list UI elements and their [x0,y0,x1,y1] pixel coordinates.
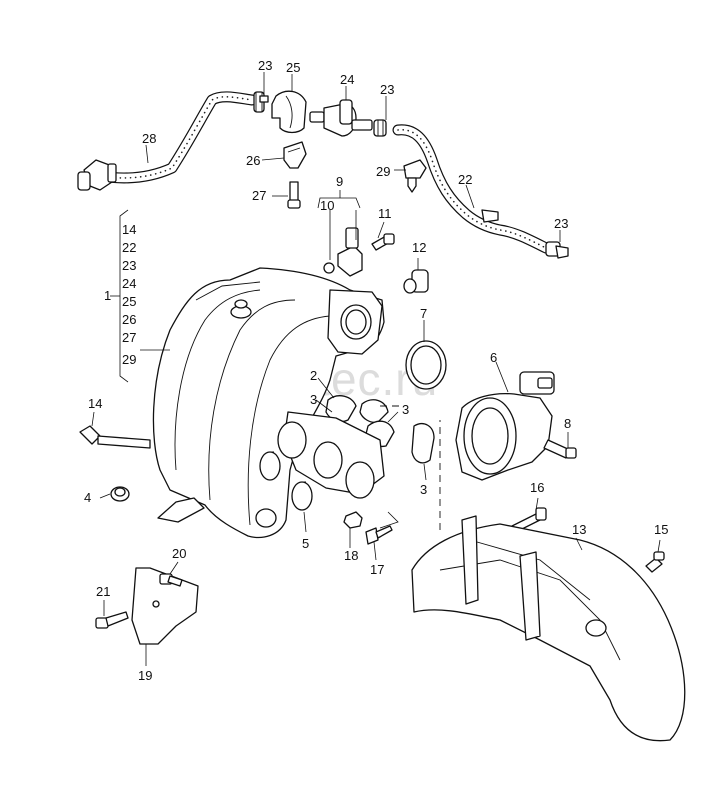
valve-24 [309,99,373,137]
group-1-item: 27 [122,330,136,345]
hose-clip-23-top-left [253,91,269,113]
callout-16: 16 [530,480,544,495]
gasket-7 [405,340,447,390]
callout-18: 18 [344,548,358,563]
callout-6: 6 [490,350,497,365]
callout-3: 3 [402,402,409,417]
hose-22 [392,124,552,254]
callout-23: 23 [554,216,568,231]
intake-runner-assembly [277,411,385,499]
sensor-10 [323,227,363,277]
callout-3: 3 [310,392,317,407]
callout-5: 5 [302,536,309,551]
callout-3: 3 [420,482,427,497]
throttle-body-6 [455,371,555,481]
group-1-item: 23 [122,258,136,273]
callout-11: 11 [378,206,392,221]
group-1-item: 22 [122,240,136,255]
sleeve-5 [259,451,313,511]
cap-12 [403,269,429,294]
callout-23: 23 [380,82,394,97]
group-bracket-9 [317,190,361,260]
callouts: 23 25 24 23 28 26 27 29 22 9 10 11 23 12… [84,58,668,683]
bolt-8 [543,439,577,459]
callout-2: 2 [310,368,317,383]
callout-22: 22 [458,172,472,187]
group-1-item: 26 [122,312,136,327]
bolt-21 [95,611,129,629]
bolt-17 [365,525,393,545]
callout-7: 7 [420,306,427,321]
screw-27 [287,181,301,209]
callout-21: 21 [96,584,110,599]
callout-15: 15 [654,522,668,537]
callout-19: 19 [138,668,152,683]
bolt-20 [159,573,183,587]
callout-20: 20 [172,546,186,561]
callout-8: 8 [564,416,571,431]
group-1-list: 14 22 23 24 25 26 27 29 [122,222,136,367]
hose-28 [77,91,258,191]
group-1-item: 29 [122,352,136,367]
group-1-item: 14 [122,222,136,237]
callout-23: 23 [258,58,272,73]
clip-29 [403,159,427,193]
gasket-3-right [411,423,435,464]
group-1-item: 24 [122,276,136,291]
hose-clip-23-right [545,241,569,259]
cover-13 [411,515,686,742]
callout-27: 27 [252,188,266,203]
callout-17: 17 [370,562,384,577]
bolt-15 [645,551,665,573]
hose-clip-23-top-right [373,119,387,137]
callout-13: 13 [572,522,586,537]
callout-12: 12 [412,240,426,255]
callout-14: 14 [88,396,102,411]
nut-4 [110,486,130,502]
callout-1: 1 [104,288,111,303]
callout-26: 26 [246,153,260,168]
gasket-2 [325,395,389,424]
callout-9: 9 [336,174,343,189]
bracket-25 [271,90,307,134]
group-1-item: 25 [122,294,136,309]
holder-26 [283,141,307,169]
intake-manifold-1 [152,267,385,539]
group-bracket-1 [110,209,170,383]
callout-29: 29 [376,164,390,179]
nut-18 [343,511,363,529]
callout-25: 25 [286,60,300,75]
bolt-14 [79,425,151,449]
callout-10: 10 [320,198,334,213]
callout-24: 24 [340,72,354,87]
callout-4: 4 [84,490,91,505]
leader-lines [91,72,661,666]
callout-28: 28 [142,131,156,146]
screw-11 [371,233,395,251]
